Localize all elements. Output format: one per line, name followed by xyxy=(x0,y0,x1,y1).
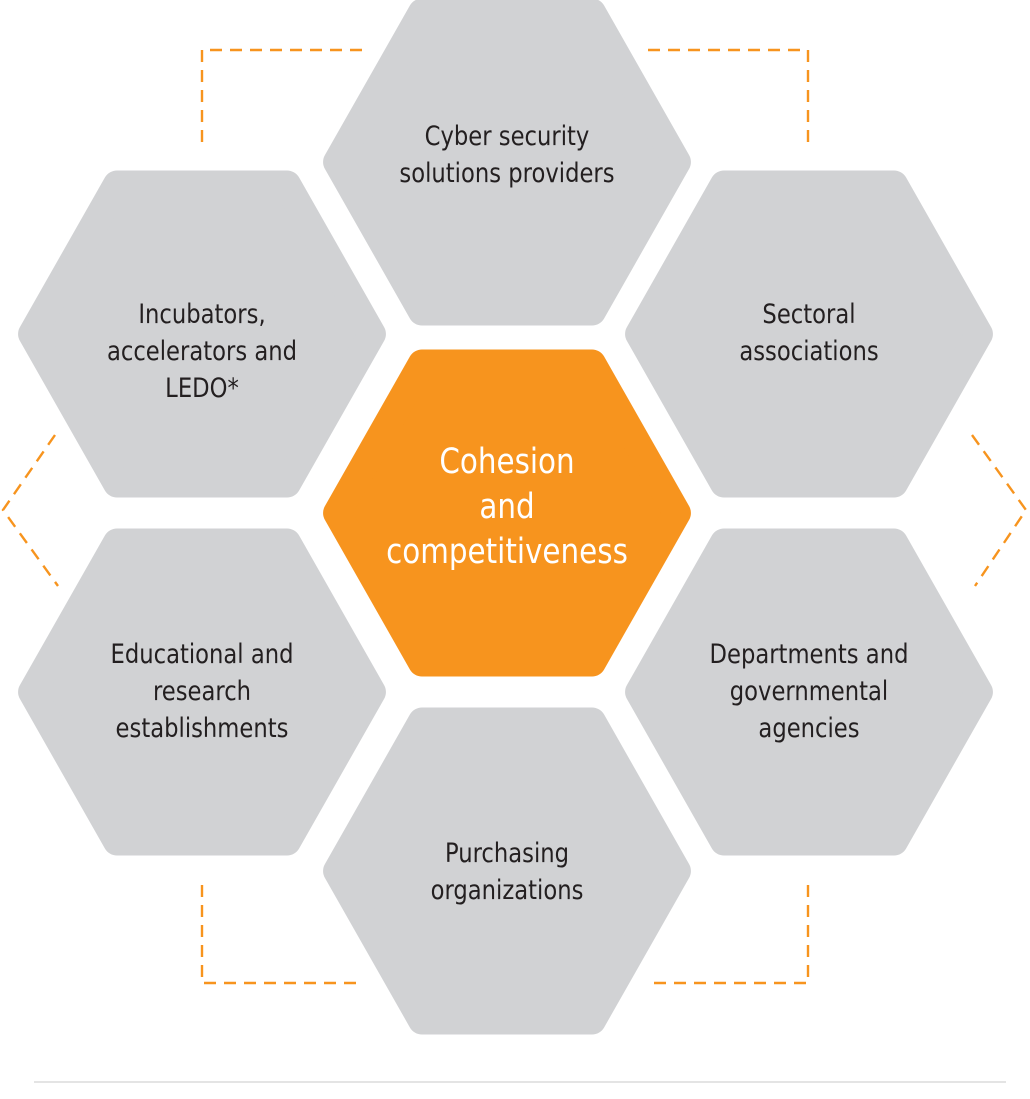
dashed-connectors xyxy=(1,48,1028,985)
label-line: Cohesion xyxy=(439,442,575,482)
label-line: solutions providers xyxy=(399,158,615,189)
connector-bottom-right xyxy=(648,885,810,985)
label-educational-research: Educational and research establishments xyxy=(76,636,328,747)
label-cohesion-competitiveness: Cohesion and competitiveness xyxy=(381,440,633,575)
label-line: organizations xyxy=(430,875,584,906)
bottom-divider xyxy=(34,1081,1006,1083)
label-purchasing-organizations: Purchasing organizations xyxy=(381,835,633,909)
label-sectoral-associations: Sectoral associations xyxy=(683,296,935,370)
hex-incubators-accelerators xyxy=(18,170,386,498)
hexagons xyxy=(18,0,993,1035)
connector-top-right xyxy=(648,48,810,150)
hex-cohesion-competitiveness xyxy=(323,349,691,677)
label-line: Departments and xyxy=(709,639,909,670)
label-line: Cyber security xyxy=(424,121,590,152)
hex-purchasing-organizations xyxy=(323,707,691,1035)
label-departments-agencies: Departments and governmental agencies xyxy=(683,636,935,747)
label-line: competitiveness xyxy=(386,532,628,572)
label-line: Sectoral xyxy=(762,299,856,330)
label-line: accelerators and LEDO* xyxy=(106,336,298,404)
connector-top-left xyxy=(200,48,362,150)
hex-sectoral-associations xyxy=(625,170,993,498)
label-line: Purchasing xyxy=(444,838,570,869)
connector-left xyxy=(1,434,59,587)
label-line: governmental agencies xyxy=(729,676,889,744)
label-line: research xyxy=(152,676,252,707)
connector-right xyxy=(971,434,1028,587)
connector-bottom-left xyxy=(200,885,362,985)
label-line: Educational and xyxy=(110,639,294,670)
label-cyber-security-providers: Cyber security solutions providers xyxy=(381,118,633,192)
label-incubators-accelerators: Incubators, accelerators and LEDO* xyxy=(76,296,328,407)
label-line: associations xyxy=(739,336,879,367)
hex-departments-agencies xyxy=(625,528,993,856)
hex-cyber-security-providers xyxy=(323,0,691,326)
label-line: establishments xyxy=(115,713,289,744)
label-line: Incubators, xyxy=(138,299,266,330)
label-line: and xyxy=(479,487,535,527)
hex-educational-research xyxy=(18,528,386,856)
